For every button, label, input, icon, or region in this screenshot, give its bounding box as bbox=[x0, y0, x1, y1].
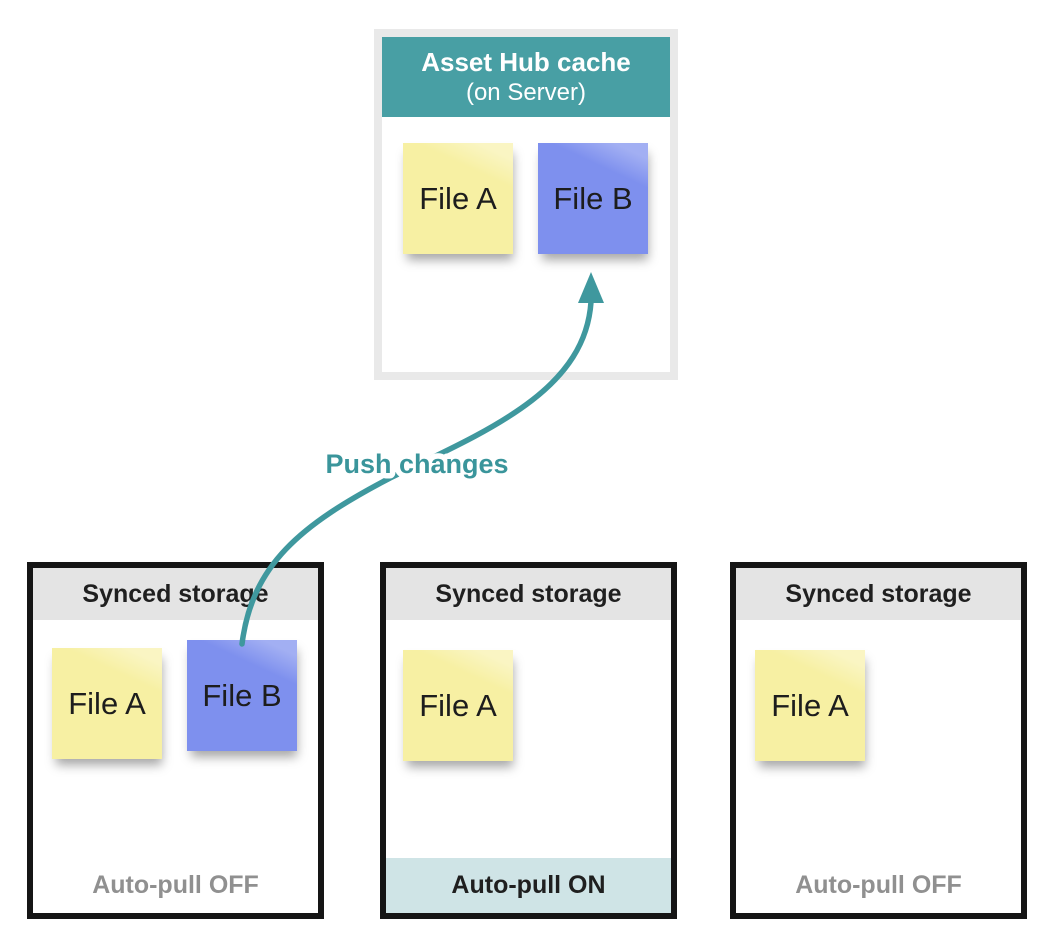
storage-middle-autopull-status: Auto-pull ON bbox=[386, 858, 671, 913]
storage-right-autopull-status: Auto-pull OFF bbox=[795, 871, 962, 899]
push-changes-label: Push changes bbox=[325, 449, 508, 479]
server-box-header: Asset Hub cache (on Server) bbox=[382, 37, 670, 117]
storage-box-right: Synced storage File A Auto-pull OFF bbox=[730, 562, 1027, 919]
storage-middle-file-a-note: File A bbox=[403, 650, 513, 761]
storage-box-left-title: Synced storage bbox=[33, 568, 318, 620]
storage-left-file-a-note: File A bbox=[52, 648, 162, 759]
storage-box-left: Synced storage File A File B Auto-pull O… bbox=[27, 562, 324, 919]
server-file-b-note: File B bbox=[538, 143, 648, 254]
server-box-title: Asset Hub cache bbox=[421, 46, 631, 77]
storage-left-autopull-status: Auto-pull OFF bbox=[92, 871, 259, 899]
storage-left-file-b-note: File B bbox=[187, 640, 297, 751]
storage-box-middle: Synced storage File A Auto-pull ON bbox=[380, 562, 677, 919]
storage-box-right-title: Synced storage bbox=[736, 568, 1021, 620]
storage-right-file-a-note: File A bbox=[755, 650, 865, 761]
server-box: Asset Hub cache (on Server) File A File … bbox=[374, 29, 678, 380]
server-file-a-note: File A bbox=[403, 143, 513, 254]
storage-box-middle-title: Synced storage bbox=[386, 568, 671, 620]
server-box-subtitle: (on Server) bbox=[465, 79, 587, 107]
